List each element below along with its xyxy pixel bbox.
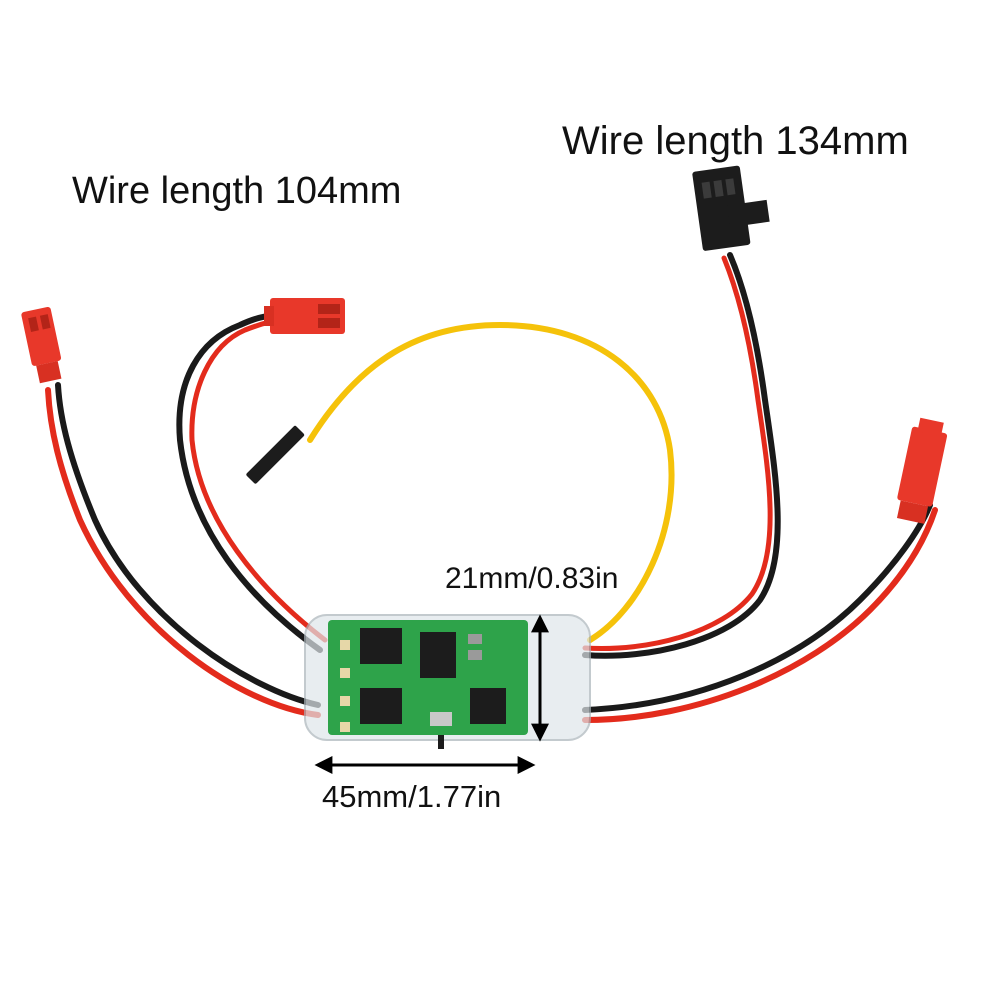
jst-female-connector-icon: [21, 306, 62, 384]
board-width-label: 21mm/0.83in: [445, 562, 619, 595]
pcb-board: [328, 620, 528, 749]
board-length-label: 45mm/1.77in: [322, 779, 502, 814]
wire-length-right-label: Wire length 134mm: [562, 119, 909, 163]
servo-connector-icon: [692, 165, 770, 251]
yellow-signal-wire: [307, 321, 675, 643]
top-center-wire-pair: [176, 313, 328, 653]
dupont-pin-icon: [246, 425, 305, 484]
jst-female-connector-icon: [896, 417, 948, 524]
servo-wire-bundle: [582, 252, 781, 659]
left-wire-pair: [45, 382, 321, 718]
jst-male-connector-icon: [264, 298, 345, 334]
wire-length-left-label: Wire length 104mm: [72, 170, 402, 212]
right-wire-pair: [582, 502, 938, 723]
